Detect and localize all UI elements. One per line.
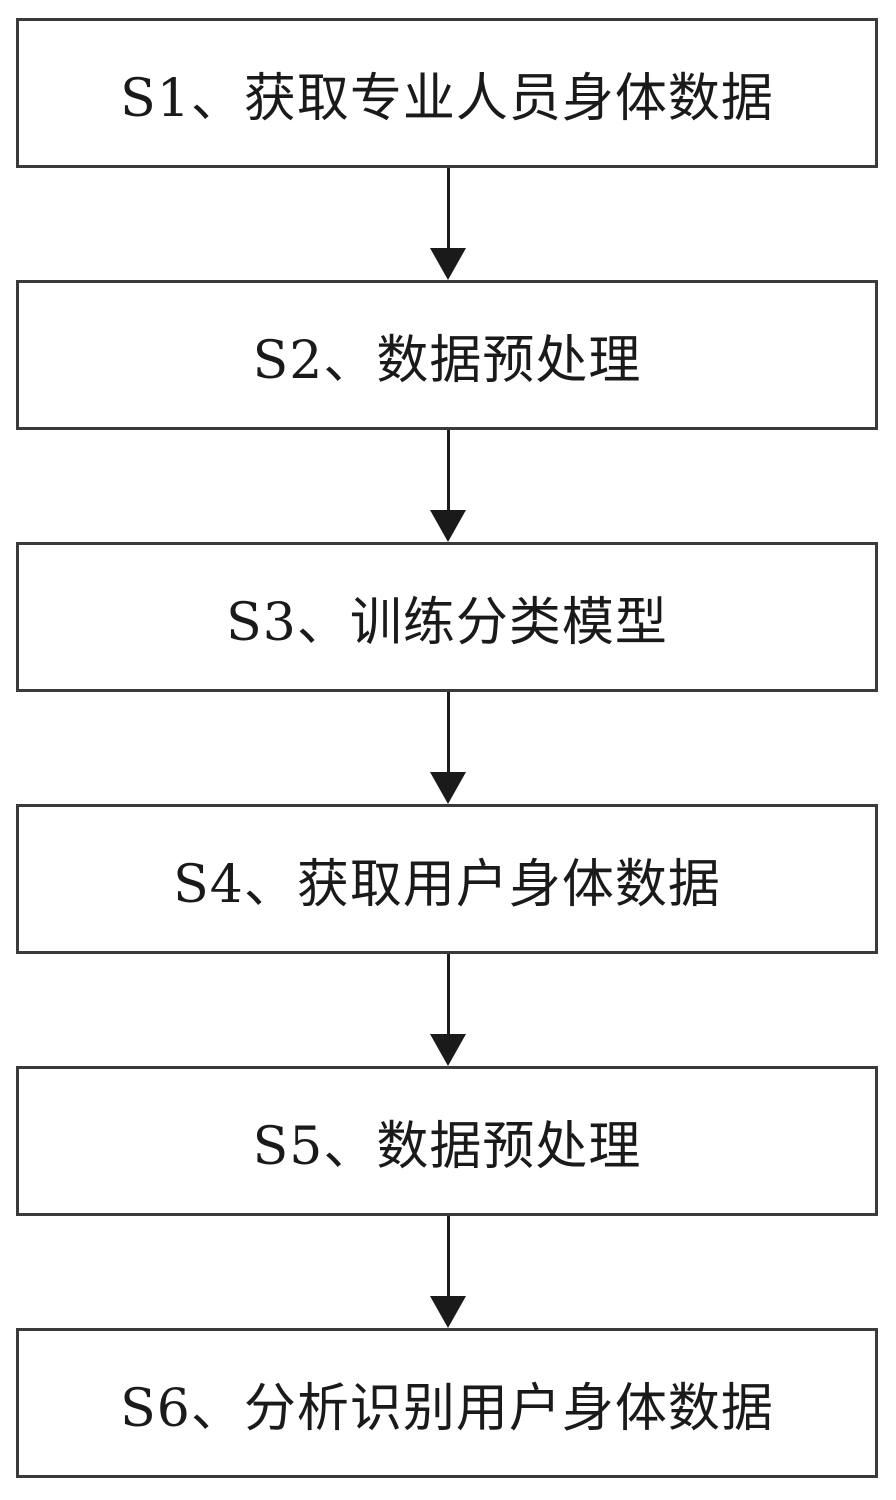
step-s5-label: S5、数据预处理 xyxy=(253,1104,642,1179)
step-s4-label: S4、获取用户身体数据 xyxy=(173,842,721,917)
step-s6-label: S6、分析识别用户身体数据 xyxy=(120,1366,774,1441)
arrow-shaft xyxy=(447,1216,450,1298)
arrow-head xyxy=(430,772,466,804)
step-s3-box: S3、训练分类模型 xyxy=(16,542,878,692)
arrow-head xyxy=(430,510,466,542)
arrow-shaft xyxy=(447,954,450,1036)
arrow-shaft xyxy=(447,430,450,512)
step-s6-box: S6、分析识别用户身体数据 xyxy=(16,1328,878,1478)
step-s5-box: S5、数据预处理 xyxy=(16,1066,878,1216)
arrow-shaft xyxy=(447,692,450,774)
arrow-head xyxy=(430,1296,466,1328)
step-s4-box: S4、获取用户身体数据 xyxy=(16,804,878,954)
arrow-head xyxy=(430,248,466,280)
step-s1-label: S1、获取专业人员身体数据 xyxy=(120,56,774,131)
step-s1-box: S1、获取专业人员身体数据 xyxy=(16,18,878,168)
step-s3-label: S3、训练分类模型 xyxy=(226,580,668,655)
arrow-shaft xyxy=(447,168,450,250)
arrow-head xyxy=(430,1034,466,1066)
step-s2-label: S2、数据预处理 xyxy=(253,318,642,393)
step-s2-box: S2、数据预处理 xyxy=(16,280,878,430)
